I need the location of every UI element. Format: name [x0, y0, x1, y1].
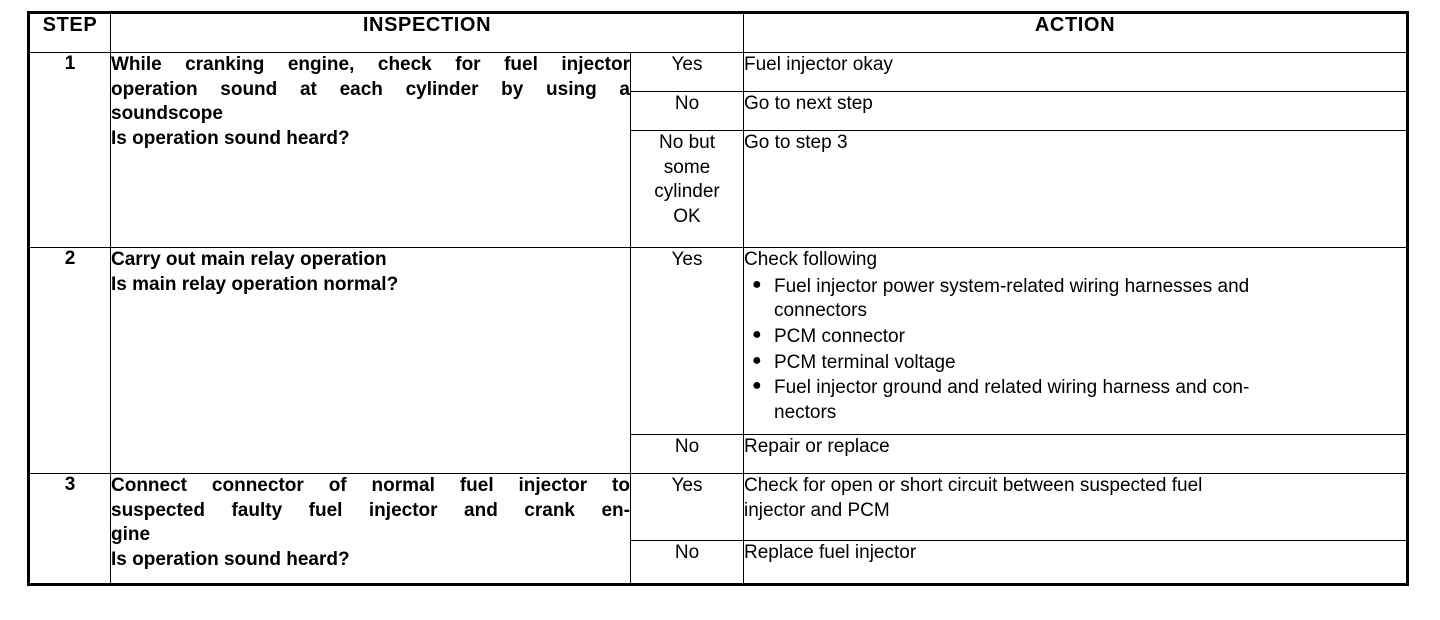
bullet-icon: ● — [752, 351, 762, 369]
action-text: Check following — [744, 249, 878, 270]
bullet-icon: ● — [752, 377, 762, 395]
result-line: No but — [659, 132, 715, 153]
result-line: OK — [673, 206, 701, 228]
table-row: No but some cylinder OK Go to step 3 — [29, 130, 1408, 248]
column-header-step: STEP — [28, 12, 111, 53]
diagnostic-table: STEP INSPECTION ACTION 1 While cranking … — [27, 11, 1409, 586]
column-header-inspection: INSPECTION — [110, 12, 744, 53]
action-line: Check for open or short circuit between … — [744, 475, 1203, 496]
column-header-action: ACTION — [743, 12, 1408, 53]
inspection-text: Carry out main relay operation Is main r… — [110, 247, 631, 474]
inspection-line: Carry out main relay operation — [111, 249, 387, 270]
action-cell: Check following ● Fuel injector power sy… — [743, 247, 1408, 435]
table-row: 1 While cranking engine, check for fuel … — [28, 52, 1408, 248]
list-item: ● PCM connector — [744, 325, 1406, 350]
inspection-line: suspected faulty fuel injector and crank… — [111, 499, 630, 521]
inspection-line: soundscope — [111, 103, 223, 125]
inspection-line: gine — [111, 524, 151, 546]
bullet-icon: ● — [752, 326, 762, 344]
action-text: Check for open or short circuit between … — [743, 473, 1408, 541]
table-header-row: STEP INSPECTION ACTION — [28, 12, 1408, 53]
list-item: ● Fuel injector power system-related wir… — [744, 275, 1406, 324]
result-line: cylinder — [654, 181, 720, 203]
result-label: No — [630, 91, 744, 131]
table-row: No Repair or replace — [29, 434, 1408, 474]
result-label: Yes — [630, 247, 744, 435]
list-item-line: PCM terminal voltage — [774, 351, 956, 373]
action-text: Go to next step — [743, 91, 1408, 131]
list-item-line: Fuel injector power system-related wirin… — [774, 275, 1250, 297]
list-item-line: nectors — [774, 402, 837, 424]
step-number: 2 — [28, 247, 111, 474]
result-line: some — [663, 156, 711, 178]
table-row: No Go to next step — [29, 91, 1408, 131]
inspection-line: Connect connector of normal fuel injecto… — [111, 475, 630, 496]
result-label: No but some cylinder OK — [630, 130, 744, 248]
bullet-icon: ● — [752, 275, 762, 293]
action-text: Go to step 3 — [743, 130, 1408, 248]
inspection-line: While cranking engine, check for fuel in… — [111, 54, 630, 75]
table-row: 2 Carry out main relay operation Is main… — [28, 247, 1408, 474]
list-item-line: Fuel injector ground and related wiring … — [774, 377, 1250, 399]
inspection-text: While cranking engine, check for fuel in… — [110, 52, 631, 248]
action-bullet-list: ● Fuel injector power system-related wir… — [744, 275, 1406, 426]
list-item: ● Fuel injector ground and related wirin… — [744, 376, 1406, 425]
inspection-line: Is operation sound heard? — [111, 128, 350, 150]
list-item-line: PCM connector — [774, 326, 905, 348]
result-label: Yes — [630, 52, 744, 92]
list-item-line: connectors — [774, 300, 867, 322]
action-text: Fuel injector okay — [743, 52, 1408, 92]
action-text: Replace fuel injector — [743, 540, 1408, 585]
list-item: ● PCM terminal voltage — [744, 351, 1406, 376]
inspection-line: Is main relay operation normal? — [111, 273, 399, 295]
table-row: No Replace fuel injector — [29, 540, 1408, 585]
step-number: 1 — [28, 52, 111, 248]
inspection-text: Connect connector of normal fuel injecto… — [110, 473, 631, 585]
action-line: injector and PCM — [744, 499, 890, 521]
step-number: 3 — [28, 473, 111, 585]
action-text: Repair or replace — [743, 434, 1408, 474]
result-label: No — [630, 434, 744, 474]
table-row: 3 Connect connector of normal fuel injec… — [28, 473, 1408, 585]
result-label: Yes — [630, 473, 744, 541]
inspection-line: Is operation sound heard? — [111, 549, 350, 571]
result-label: No — [630, 540, 744, 585]
inspection-line: operation sound at each cylinder by usin… — [111, 78, 630, 100]
